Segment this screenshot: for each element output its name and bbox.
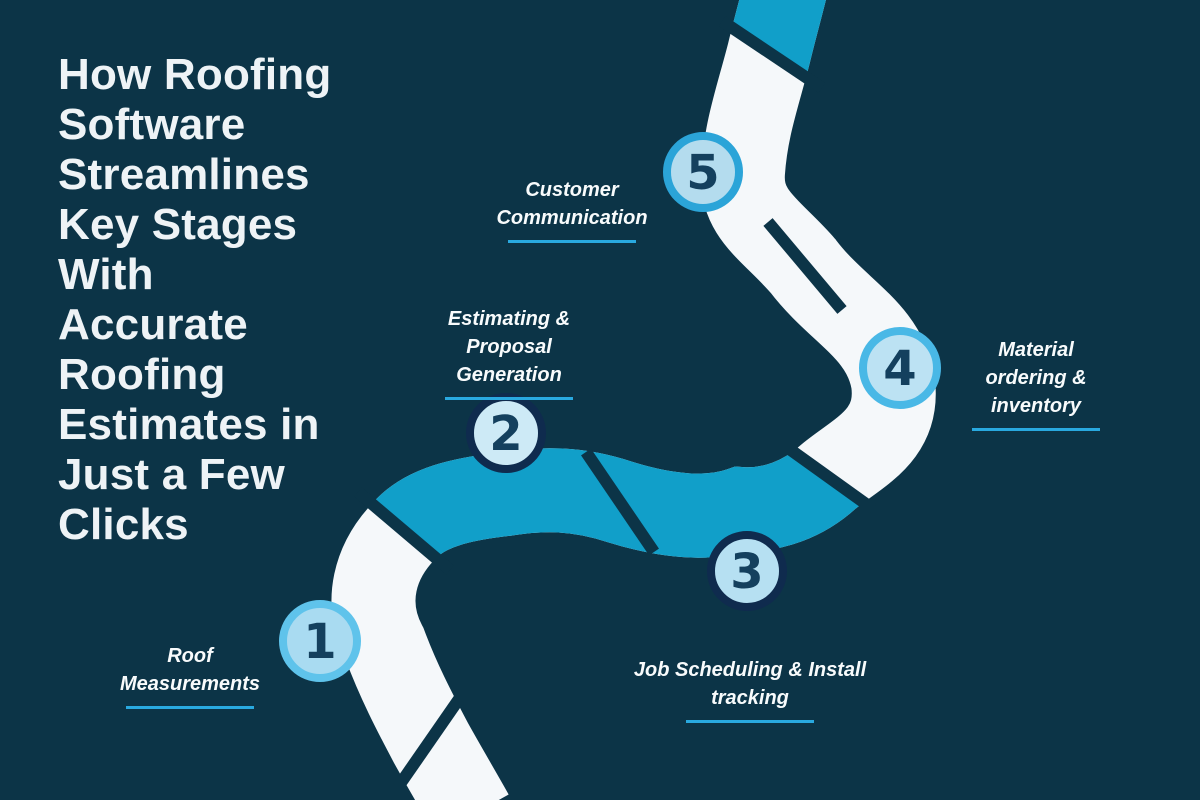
label-underline [508, 240, 636, 243]
stage-label-text: Roof Measurements [119, 645, 261, 695]
road-gap-line [393, 695, 464, 791]
stage-label-text: Job Scheduling & Install tracking [633, 659, 867, 709]
stage-circle-1 [279, 600, 361, 682]
label-underline [686, 720, 814, 723]
stage-number-1: 1 [303, 614, 336, 670]
stage-circle-4 [859, 327, 941, 409]
stage-label-material-ordering: Material ordering & inventory [886, 308, 1186, 459]
road-gap-line [784, 443, 877, 514]
road-gap-line [581, 448, 659, 556]
stage-number-5: 5 [686, 145, 719, 201]
label-underline [972, 428, 1100, 431]
stage-number-3: 3 [730, 544, 763, 600]
label-underline [126, 706, 254, 709]
road-gap-line [718, 16, 826, 93]
road-gap-line [763, 218, 847, 314]
stage-label-text: Customer Communication [496, 179, 648, 229]
stage-label-estimating-proposal: Estimating & Proposal Generation [359, 277, 659, 428]
stage-label-roof-measurements: Roof Measurements [40, 614, 340, 737]
stage-label-text: Estimating & Proposal Generation [447, 308, 571, 386]
stage-label-text: Material ordering & inventory [985, 339, 1087, 417]
stage-number-2: 2 [489, 406, 522, 462]
stage-label-customer-communication: Customer Communication [422, 148, 722, 271]
label-underline [445, 397, 573, 400]
stage-number-4: 4 [883, 341, 916, 397]
road-gap-line [354, 487, 454, 575]
stage-circle-3 [707, 531, 787, 611]
stage-label-job-scheduling: Job Scheduling & Install tracking [600, 628, 900, 751]
stage-circle-5 [663, 132, 743, 212]
page-title: How Roofing Software Streamlines Key Sta… [58, 50, 332, 549]
